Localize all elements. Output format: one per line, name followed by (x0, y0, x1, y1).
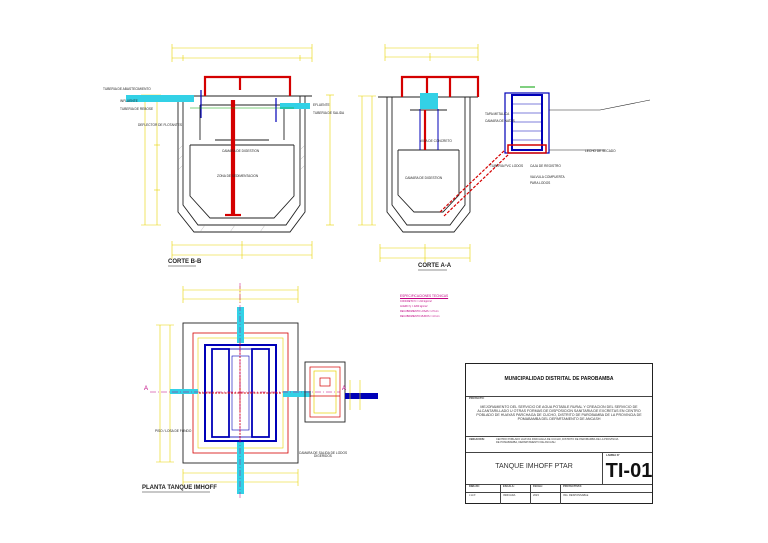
bb-label-deflector: DEFLECTOR DE FLOTANTES (138, 123, 182, 127)
footer-label-drawn: DIBUJO: (469, 485, 480, 488)
bb-label-effluent: EFLUENTE (313, 103, 330, 107)
specs-row: CONCRETO f'c = 210 kg/cm2 (400, 300, 432, 303)
cut-marker-right: A (342, 386, 347, 392)
plan-title: PLANTA TANQUE IMHOFF (142, 485, 217, 491)
cut-marker-left: A (144, 386, 149, 392)
aa-label-lid: TAPA METALICA (485, 112, 510, 116)
specs-row: ACERO fy = 4200 kg/cm2 (400, 305, 428, 308)
bb-label-outlet-pipe: TUBERIA DE SALIDA (313, 111, 345, 115)
technical-specs: ESPECIFICACIONES TECNICAS CONCRETO f'c =… (396, 293, 478, 323)
specs-row: RECUBRIMIENTO MUROS = 4.0 cm (400, 315, 440, 318)
footer-value-scale: INDICADA (503, 494, 516, 497)
plan-sludge-box (304, 361, 378, 423)
sheet-number-label: LAMINA N° (606, 454, 620, 457)
aa-label-sludge-pipe: TUBERIA PVC LODOS (490, 164, 524, 168)
bb-label-influent: INFLUENTE (120, 99, 138, 103)
location-label: UBICACION: (469, 438, 485, 441)
specs-row: RECUBRIMIENTO LOSAS = 2.5 cm (400, 310, 439, 313)
plan-label-sludge-box: CAMARA DE SALIDA DE LODOS DIGERIDOS (298, 451, 348, 459)
aa-label-drying-bed: LECHO DE SECADO (585, 149, 616, 153)
section-bb-drawing (126, 44, 334, 259)
bb-label-sedimentation: ZONA DE SEDIMENTACION (217, 174, 259, 178)
bb-label-digestion: CAMARA DE DIGESTION (222, 149, 260, 153)
sheet-title: TANQUE IMHOFF PTAR (495, 463, 573, 470)
plan-label-floor: PISO / LOSA DE FONDO (155, 429, 192, 433)
aa-label-valve: VALVULA COMPUERTA (530, 175, 565, 179)
footer-value-date: 2023 (533, 494, 539, 497)
plan-drawing (150, 283, 378, 500)
footer-value-drawn: J.H.P. (469, 494, 476, 497)
aa-label-for-sludge: PARA LODOS (530, 181, 551, 185)
institution-name: MUNICIPALIDAD DISTRITAL DE PAROBAMBA (504, 376, 614, 382)
specs-title: ESPECIFICACIONES TECNICAS (400, 294, 449, 298)
bb-label-overflow: TUBERIA DE REBOSE (120, 107, 154, 111)
sludge-chamber-aa (504, 86, 651, 154)
section-aa-title: CORTE A-A (418, 263, 452, 269)
project-description: MEJORAMIENTO DEL SERVICIO DE AGUA POTABL… (476, 405, 642, 422)
aa-label-digestion: CAMARA DE DIGESTION (405, 176, 443, 180)
aa-label-scum: CAMARA DE NATAS (485, 119, 515, 123)
title-block: MUNICIPALIDAD DISTRITAL DE PAROBAMBA PRO… (465, 363, 653, 504)
section-aa-drawing (358, 44, 651, 262)
aa-label-beam: VIGA DE CONCRETO (420, 139, 452, 143)
footer-label-designer: PROYECTISTA: (563, 485, 583, 488)
sheet-code: TI-01 (605, 460, 653, 482)
location-text: CENTRO POBLADO HUAYAS PARCHAGA DE CUCHO,… (496, 438, 619, 444)
footer-value-designer: ING. RESPONSABLE (563, 494, 589, 497)
section-bb-title: CORTE B-B (168, 259, 202, 265)
footer-label-scale: ESCALA: (503, 485, 515, 488)
bb-label-supply-pipe: TUBERIA DE ABASTECIMIENTO (103, 87, 151, 91)
aa-label-registry: CAJA DE REGISTRO (530, 164, 561, 168)
footer-label-date: FECHA: (533, 485, 543, 488)
project-label: PROYECTO: (469, 397, 485, 400)
